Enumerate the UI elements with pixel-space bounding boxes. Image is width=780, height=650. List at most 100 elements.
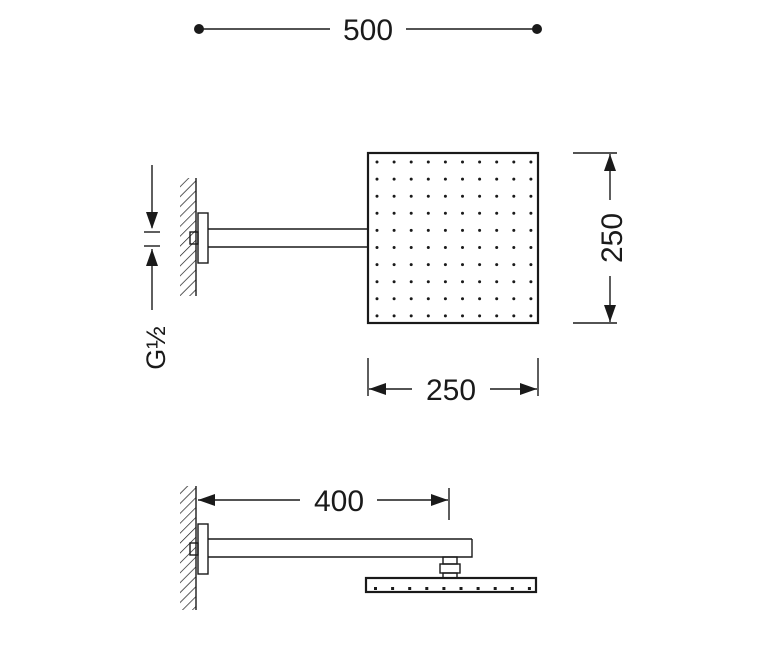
nozzle-dot — [461, 297, 464, 301]
nozzle-dot — [512, 280, 516, 284]
wall-flange-side — [197, 523, 209, 575]
nozzle-dot — [375, 263, 379, 267]
nozzle-dot — [478, 177, 482, 181]
nozzle-dot — [392, 263, 396, 267]
nozzle-dot — [529, 297, 533, 301]
height-arrow-down — [604, 305, 616, 322]
arm-front-view — [189, 212, 368, 264]
nozzle-dot — [409, 280, 413, 284]
nozzle-dot — [529, 280, 533, 284]
nozzle-dot — [426, 280, 430, 284]
nozzle-dot — [529, 314, 533, 318]
nozzle-dot — [461, 160, 464, 164]
nozzle-dot — [392, 177, 396, 181]
nozzle-dot — [426, 228, 430, 232]
nozzle-dot — [443, 160, 447, 164]
nozzle-dot — [478, 297, 482, 301]
nozzle-dot — [529, 211, 533, 215]
nozzle-dot — [461, 228, 464, 232]
thread-connector — [189, 231, 199, 245]
nozzle-dot — [426, 246, 430, 249]
nozzle-dot — [426, 194, 430, 198]
dimension-thread: G½ — [141, 165, 171, 370]
nozzle-tick — [442, 587, 446, 590]
nozzle-dot — [478, 246, 482, 249]
nozzle-dot — [443, 314, 447, 318]
nozzle-dot — [478, 314, 482, 318]
dimension-label-height: 250 — [596, 213, 629, 263]
dimension-arm-length: 400 — [198, 485, 450, 520]
nozzle-dot — [409, 228, 413, 232]
nozzle-dot — [375, 314, 379, 318]
nozzle-dot — [443, 228, 447, 232]
nozzle-dot — [529, 194, 533, 198]
nozzle-dot — [375, 228, 379, 232]
nozzle-grid — [375, 160, 533, 318]
arm-arrow-right — [431, 494, 448, 506]
nozzle-tick — [425, 587, 429, 590]
nozzle-dot — [495, 160, 499, 164]
nozzle-dot — [495, 263, 499, 267]
nozzle-tick — [510, 587, 514, 590]
nozzle-dot — [495, 297, 499, 301]
nozzle-dot — [529, 228, 533, 232]
nozzle-dot — [461, 177, 464, 181]
wall-hatching — [180, 178, 196, 296]
nozzle-dot — [443, 211, 447, 215]
wall-hatching-side — [180, 486, 196, 610]
nozzle-dot — [495, 314, 499, 318]
nozzle-dot — [392, 228, 396, 232]
nozzle-dot — [375, 297, 379, 301]
nozzle-dot — [512, 246, 516, 249]
nozzle-tick — [493, 587, 497, 590]
nozzle-dot — [392, 246, 396, 249]
dimension-label-500: 500 — [343, 14, 393, 47]
nozzle-dot — [512, 160, 516, 164]
nozzle-dot — [375, 246, 379, 249]
wall-side-view — [180, 486, 197, 610]
nozzle-row — [374, 587, 531, 590]
nozzle-dot — [392, 314, 396, 318]
thread-connector-side — [189, 542, 199, 556]
wall-flange — [197, 212, 209, 264]
nozzle-dot — [409, 263, 413, 267]
nozzle-dot — [529, 177, 533, 181]
nozzle-dot — [478, 228, 482, 232]
nozzle-dot — [426, 211, 430, 215]
nozzle-dot — [478, 160, 482, 164]
nozzle-dot — [375, 194, 379, 198]
nozzle-dot — [443, 246, 447, 249]
nozzle-dot — [375, 177, 379, 181]
nozzle-dot — [426, 160, 430, 164]
dimension-endpoint-right — [532, 24, 542, 34]
nozzle-dot — [495, 246, 499, 249]
wall-front-view — [180, 178, 197, 296]
nozzle-dot — [443, 297, 447, 301]
nozzle-dot — [375, 280, 379, 284]
nozzle-dot — [409, 177, 413, 181]
nozzle-dot — [529, 160, 533, 164]
nozzle-dot — [478, 280, 482, 284]
nozzle-dot — [512, 263, 516, 267]
nozzle-dot — [443, 194, 447, 198]
nozzle-dot — [443, 280, 447, 284]
nozzle-dot — [426, 263, 430, 267]
dimension-head-height: 250 — [573, 152, 629, 324]
nozzle-dot — [392, 211, 396, 215]
nozzle-dot — [409, 211, 413, 215]
arm-side-elbow — [460, 539, 473, 558]
nozzle-tick — [476, 587, 480, 590]
nozzle-dot — [495, 194, 499, 198]
nozzle-dot — [426, 297, 430, 301]
nozzle-dot — [443, 263, 447, 267]
nozzle-dot — [392, 194, 396, 198]
nozzle-dot — [461, 194, 464, 198]
nozzle-dot — [512, 314, 516, 318]
nozzle-dot — [461, 246, 464, 249]
nozzle-tick — [391, 587, 395, 590]
nozzle-dot — [461, 263, 464, 267]
nozzle-dot — [512, 211, 516, 215]
nozzle-dot — [392, 280, 396, 284]
nozzle-tick — [527, 587, 531, 590]
